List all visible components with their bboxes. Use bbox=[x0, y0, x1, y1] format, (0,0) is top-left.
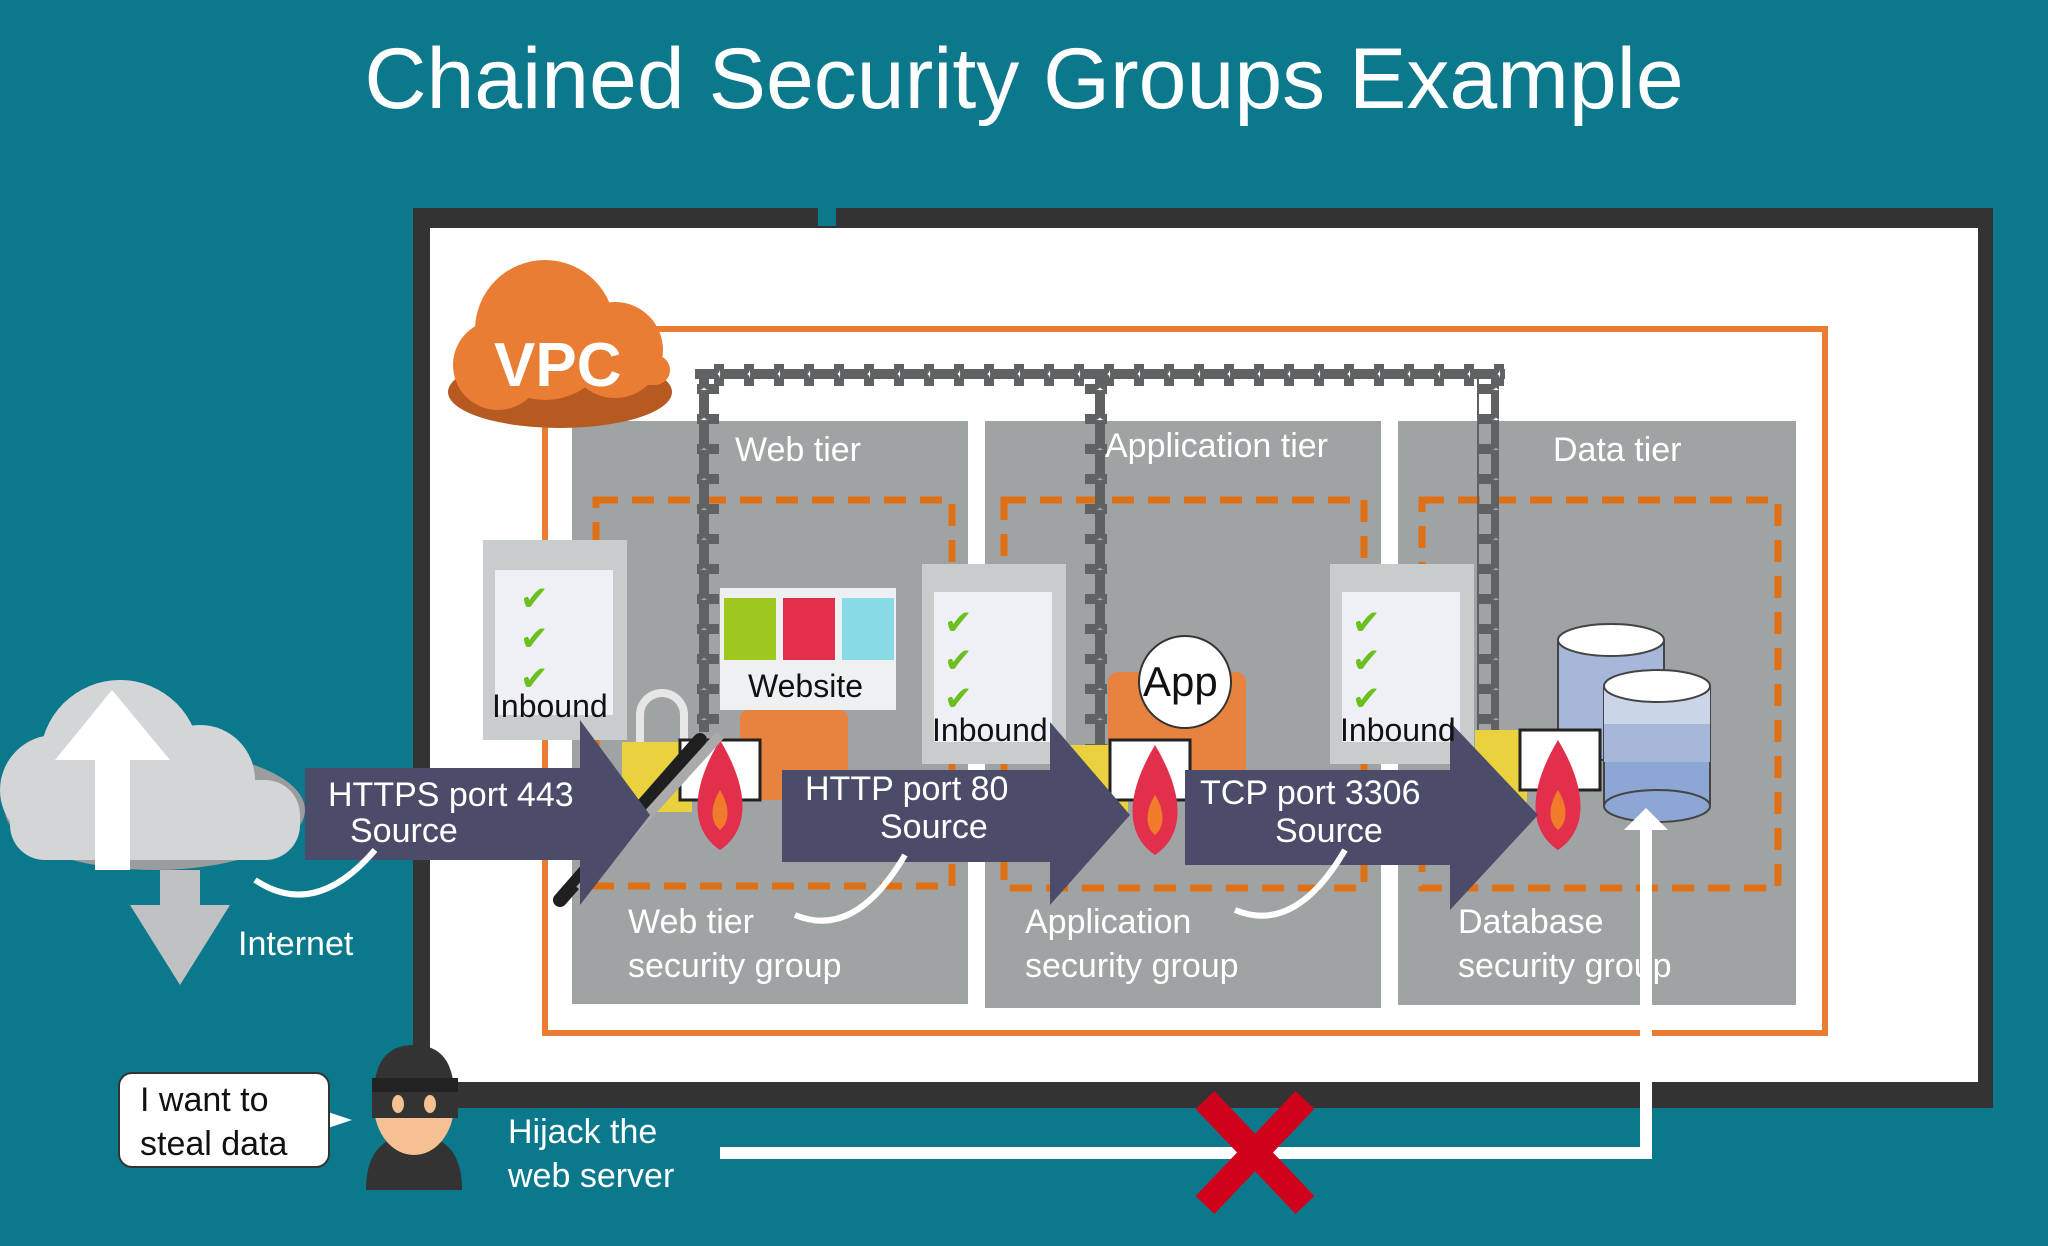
internet-cloud-icon bbox=[0, 680, 305, 985]
curved-arrow-icon bbox=[1233, 848, 1348, 919]
speech-line-1: I want to bbox=[140, 1081, 269, 1119]
attack-path bbox=[720, 808, 1668, 1159]
vpc-label: VPC bbox=[494, 331, 622, 400]
svg-text:✔: ✔ bbox=[520, 620, 549, 658]
curved-arrow-icon bbox=[253, 848, 378, 898]
website-label: Website bbox=[748, 668, 864, 704]
speech-line-2: steal data bbox=[140, 1125, 288, 1163]
rule-1-source: Source bbox=[350, 812, 458, 850]
attack-action-line1: Hijack the bbox=[508, 1113, 658, 1151]
checklist-icon: ✔ ✔ ✔ bbox=[922, 564, 1066, 764]
internet-label: Internet bbox=[238, 925, 354, 963]
page-title: Chained Security Groups Example bbox=[364, 31, 1684, 127]
rule-3-source: Source bbox=[1275, 812, 1383, 850]
attacker-avatar bbox=[366, 1045, 462, 1190]
svg-text:✔: ✔ bbox=[944, 680, 973, 718]
tier-label-app: Application tier bbox=[1105, 427, 1329, 465]
sg-label-db-line1: Database bbox=[1458, 903, 1604, 941]
frame-gap bbox=[818, 200, 836, 226]
rule-2-source: Source bbox=[880, 808, 988, 846]
sg-label-web-line2: security group bbox=[628, 947, 842, 985]
sg-label-app-line2: security group bbox=[1025, 947, 1239, 985]
svg-text:✔: ✔ bbox=[520, 580, 549, 618]
tier-label-data: Data tier bbox=[1553, 431, 1682, 469]
db-sg-boundary bbox=[1418, 496, 1782, 892]
svg-text:✔: ✔ bbox=[944, 604, 973, 642]
speech-bubble: I want to steal data bbox=[118, 1072, 330, 1168]
rule-1-port: HTTPS port 443 bbox=[328, 776, 574, 814]
sg-label-app-line1: Application bbox=[1025, 903, 1192, 941]
rule-2-port: HTTP port 80 bbox=[805, 770, 1009, 808]
svg-text:✔: ✔ bbox=[944, 642, 973, 680]
rule-arrow bbox=[305, 720, 650, 905]
vpc-cloud-icon bbox=[448, 260, 672, 428]
attack-action-line2: web server bbox=[508, 1157, 675, 1195]
rule-3-port: TCP port 3306 bbox=[1200, 774, 1421, 812]
svg-text:✔: ✔ bbox=[520, 660, 549, 698]
curved-arrow-icon bbox=[793, 853, 908, 924]
rule-arrow bbox=[782, 722, 1130, 905]
checklist-icon: ✔ ✔ ✔ bbox=[483, 540, 627, 740]
rule-arrow bbox=[1185, 722, 1538, 910]
checklist-label-app: Inbound bbox=[932, 712, 1048, 748]
svg-text:✔: ✔ bbox=[1352, 680, 1381, 718]
sg-label-web-line1: Web tier bbox=[628, 903, 754, 941]
tier-label-web: Web tier bbox=[735, 431, 861, 469]
blocked-x-icon bbox=[1195, 1091, 1315, 1214]
speech-bubble-tail bbox=[328, 1112, 352, 1128]
chain-icon bbox=[695, 364, 1505, 756]
checklist-label-db: Inbound bbox=[1340, 712, 1456, 748]
svg-text:✔: ✔ bbox=[1352, 604, 1381, 642]
app-label: App bbox=[1143, 658, 1218, 705]
database-icon bbox=[1557, 623, 1711, 823]
checklist-label-web: Inbound bbox=[492, 688, 608, 724]
sg-label-db-line2: security group bbox=[1458, 947, 1672, 985]
svg-text:✔: ✔ bbox=[1352, 642, 1381, 680]
